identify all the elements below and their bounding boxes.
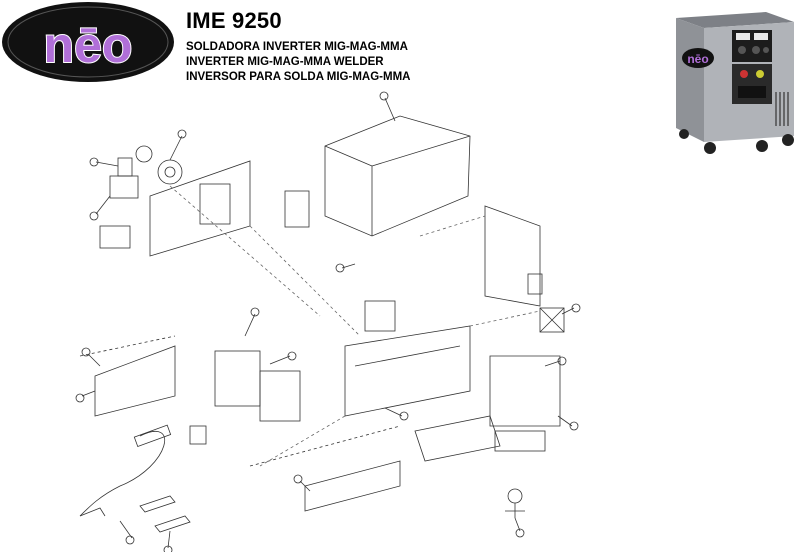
mig-torch bbox=[79, 424, 172, 517]
title-english: INVERTER MIG-MAG-MMA WELDER bbox=[186, 56, 384, 68]
logo-text: nēo bbox=[44, 17, 133, 73]
model-title: IME 9250 bbox=[186, 8, 282, 33]
bottom-panel bbox=[249, 425, 401, 512]
title-portuguese: INVERSOR PARA SOLDA MIG-MAG-MMA bbox=[186, 71, 411, 83]
welder-machine-photo: nēo bbox=[676, 12, 794, 154]
header: IME 9250 SOLDADORA INVERTER MIG-MAG-MMA … bbox=[186, 8, 410, 85]
main-chassis bbox=[189, 300, 471, 445]
exploded-parts-diagram bbox=[75, 91, 581, 552]
photo-logo-text: nēo bbox=[687, 52, 708, 66]
gas-connector bbox=[505, 488, 525, 518]
wire-feeder-assembly bbox=[99, 145, 310, 257]
rear-panel-fan bbox=[484, 205, 565, 333]
neo-logo: nēo bbox=[2, 2, 174, 82]
top-cover-part bbox=[324, 115, 471, 237]
title-spanish: SOLDADORA INVERTER MIG-MAG-MMA bbox=[186, 41, 408, 53]
control-board bbox=[414, 355, 561, 462]
part-callouts bbox=[75, 91, 581, 552]
left-side-panel bbox=[79, 335, 176, 417]
ground-clamp bbox=[139, 495, 191, 533]
assembly-guides bbox=[169, 185, 541, 467]
